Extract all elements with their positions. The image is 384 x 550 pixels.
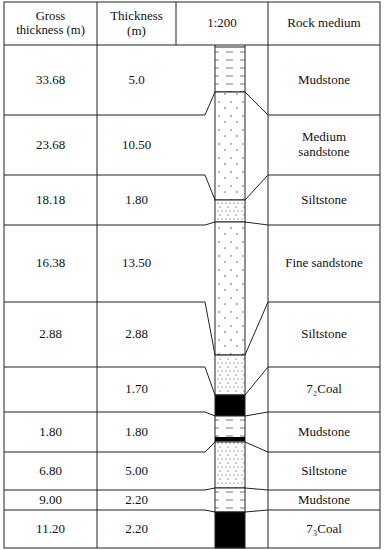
- table-cell: Gross thickness (m): [4, 2, 97, 45]
- table-cell: 16.38: [4, 225, 97, 302]
- table-cell: 1:200: [176, 2, 268, 45]
- table-cell: 11.20: [4, 510, 97, 548]
- layer-thickness: 1.80: [125, 193, 148, 208]
- layer-thickness: 1.70: [125, 382, 148, 397]
- table-cell: 7₂Coal: [268, 367, 380, 412]
- gross-thickness: 6.80: [39, 464, 62, 479]
- rock-name: Medium sandstone: [288, 130, 360, 160]
- table-cell: 2.88: [4, 302, 97, 367]
- table-cell: 9.00: [4, 490, 97, 510]
- table-cell: Mudstone: [268, 490, 380, 510]
- table-cell: 1.80: [97, 175, 176, 225]
- table-cell: 13.50: [97, 225, 176, 302]
- table-cell: Medium sandstone: [268, 115, 380, 175]
- gross-thickness: 16.38: [36, 256, 65, 271]
- layer-thickness: 13.50: [122, 256, 151, 271]
- table-cell: 1.80: [97, 412, 176, 452]
- gross-thickness: 1.80: [39, 425, 62, 440]
- rock-name: Siltstone: [301, 464, 347, 479]
- table-cell: 1.70: [97, 367, 176, 412]
- rock-name: Siltstone: [301, 327, 347, 342]
- gross-thickness: 18.18: [36, 193, 65, 208]
- table-cell: Rock medium: [268, 2, 380, 45]
- table-cell: 23.68: [4, 115, 97, 175]
- table-cell: 2.20: [97, 510, 176, 548]
- table-cell: Siltstone: [268, 452, 380, 490]
- header-cell: Rock medium: [287, 16, 360, 31]
- layer-thickness: 5.00: [125, 464, 148, 479]
- table-cell: Mudstone: [268, 45, 380, 115]
- rock-name: Mudstone: [298, 493, 350, 508]
- rock-name: 7₃Coal: [306, 522, 342, 537]
- gross-thickness: 2.88: [39, 327, 62, 342]
- table-cell: 33.68: [4, 45, 97, 115]
- gross-thickness: 11.20: [36, 522, 65, 537]
- gross-thickness: 9.00: [39, 493, 62, 508]
- table-cell: Siltstone: [268, 302, 380, 367]
- table-cell: 5.0: [97, 45, 176, 115]
- layer-thickness: 2.88: [125, 327, 148, 342]
- gross-thickness: 33.68: [36, 73, 65, 88]
- table-cell: 2.88: [97, 302, 176, 367]
- rock-name: Mudstone: [298, 73, 350, 88]
- table-cell: 18.18: [4, 175, 97, 225]
- layer-thickness: 2.20: [125, 493, 148, 508]
- table-cell: Siltstone: [268, 175, 380, 225]
- table-cell: 1.80: [4, 412, 97, 452]
- layer-thickness: 5.0: [128, 73, 144, 88]
- table-cell: Thickness (m): [97, 2, 176, 45]
- header-cell: Thickness (m): [107, 9, 167, 39]
- gross-thickness: 23.68: [36, 138, 65, 153]
- table-cell: 2.20: [97, 490, 176, 510]
- table-cell: 7₃Coal: [268, 510, 380, 548]
- table-cell: 5.00: [97, 452, 176, 490]
- table-cell: 10.50: [97, 115, 176, 175]
- table-cell: Mudstone: [268, 412, 380, 452]
- rock-name: Fine sandstone: [285, 256, 363, 271]
- header-cell: 1:200: [207, 16, 237, 31]
- layer-thickness: 1.80: [125, 425, 148, 440]
- rock-name: Mudstone: [298, 425, 350, 440]
- layer-thickness: 10.50: [122, 138, 151, 153]
- table-cell: 6.80: [4, 452, 97, 490]
- rock-name: Siltstone: [301, 193, 347, 208]
- rock-name: 7₂Coal: [306, 382, 342, 397]
- table-cell: Fine sandstone: [268, 225, 380, 302]
- layer-thickness: 2.20: [125, 522, 148, 537]
- header-cell: Gross thickness (m): [16, 10, 86, 37]
